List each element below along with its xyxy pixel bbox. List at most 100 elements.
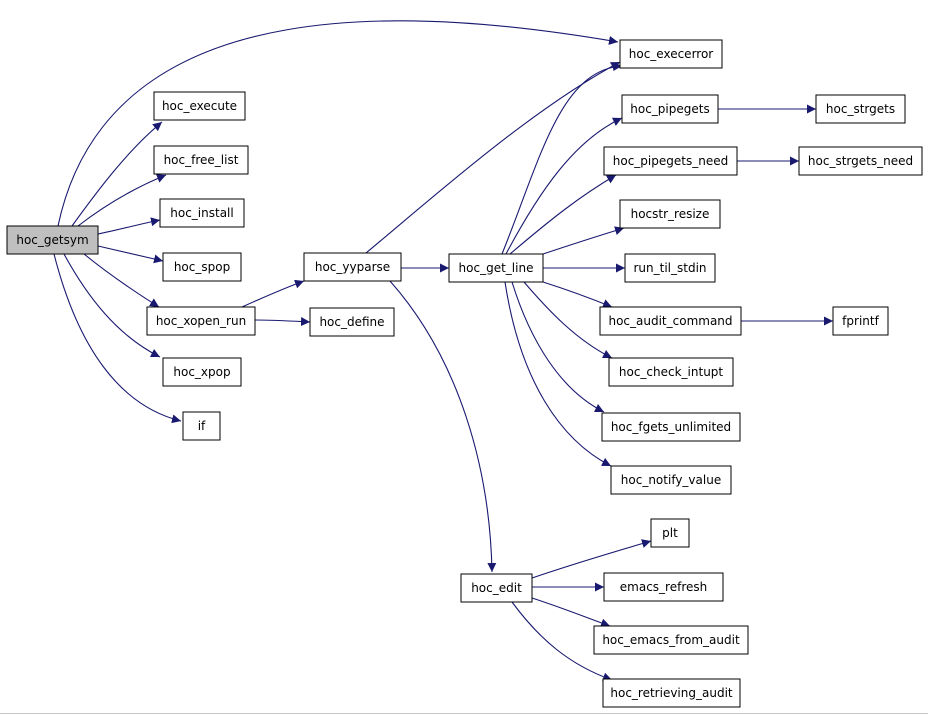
node-hoc_free_list[interactable]: hoc_free_list bbox=[153, 145, 249, 175]
node-box bbox=[603, 146, 738, 176]
node-box bbox=[303, 252, 402, 282]
node-box bbox=[599, 306, 742, 336]
edge-hoc_yyparse-to-hoc_edit bbox=[389, 280, 497, 573]
edge-hoc_getsym-to-hoc_xpop bbox=[63, 253, 161, 358]
node-label: emacs_refresh bbox=[620, 580, 707, 594]
node-hoc_getsym[interactable]: hoc_getsym bbox=[6, 225, 99, 255]
node-label: hoc_pipegets bbox=[630, 102, 709, 116]
node-run_til_stdin[interactable]: run_til_stdin bbox=[624, 253, 716, 283]
edge-hoc_get_line-to-hoc_audit_command bbox=[542, 281, 613, 308]
node-hoc_yyparse[interactable]: hoc_yyparse bbox=[303, 252, 402, 282]
node-box bbox=[6, 225, 99, 255]
edge-hoc_getsym-to-hoc_execute bbox=[71, 121, 163, 227]
node-label: hoc_execute bbox=[162, 99, 237, 113]
node-label: hoc_check_intupt bbox=[619, 365, 724, 379]
bottom-divider bbox=[0, 713, 928, 714]
edge-hoc_get_line-to-hoc_check_intupt bbox=[523, 281, 613, 359]
node-hoc_notify_value[interactable]: hoc_notify_value bbox=[610, 465, 732, 495]
edge-hoc_xopen_run-to-hoc_define bbox=[254, 317, 311, 327]
edge-hoc_edit-to-plt bbox=[531, 539, 652, 579]
node-box bbox=[650, 518, 690, 548]
node-box bbox=[162, 252, 242, 282]
node-label: if bbox=[198, 419, 206, 433]
node-hocstr_resize[interactable]: hocstr_resize bbox=[619, 199, 721, 229]
node-hoc_check_intupt[interactable]: hoc_check_intupt bbox=[608, 357, 734, 387]
node-box bbox=[815, 94, 906, 124]
edge-hoc_yyparse-to-hoc_execerror bbox=[365, 61, 621, 254]
node-label: hoc_fgets_unlimited bbox=[611, 420, 731, 434]
node-hoc_xpop[interactable]: hoc_xpop bbox=[162, 357, 242, 387]
node-label: hoc_pipegets_need bbox=[613, 154, 728, 168]
node-hoc_xopen_run[interactable]: hoc_xopen_run bbox=[146, 306, 256, 336]
node-box bbox=[309, 307, 395, 337]
node-box bbox=[448, 253, 544, 283]
node-label: plt bbox=[662, 526, 678, 540]
node-box bbox=[619, 39, 723, 69]
edge-hoc_get_line-to-hocstr_resize bbox=[542, 226, 625, 255]
node-hoc_fgets_unlimited[interactable]: hoc_fgets_unlimited bbox=[601, 412, 741, 442]
node-box bbox=[593, 625, 749, 655]
node-label: hoc_yyparse bbox=[315, 260, 390, 274]
node-box bbox=[153, 145, 249, 175]
node-hoc_execerror[interactable]: hoc_execerror bbox=[619, 39, 723, 69]
node-label: hoc_audit_command bbox=[608, 314, 732, 328]
node-label: run_til_stdin bbox=[633, 261, 706, 275]
node-box bbox=[182, 411, 221, 441]
node-label: hoc_getsym bbox=[16, 233, 88, 247]
node-hoc_pipegets[interactable]: hoc_pipegets bbox=[621, 94, 719, 124]
node-hoc_emacs_from_audit[interactable]: hoc_emacs_from_audit bbox=[593, 625, 749, 655]
node-box bbox=[153, 91, 246, 121]
node-box bbox=[621, 94, 719, 124]
node-hoc_strgets_need[interactable]: hoc_strgets_need bbox=[798, 146, 923, 176]
node-label: hoc_retrieving_audit bbox=[610, 686, 733, 700]
node-box bbox=[619, 199, 721, 229]
edge-hoc_getsym-to-hoc_execerror bbox=[57, 20, 619, 227]
node-label: fprintf bbox=[842, 314, 879, 328]
node-label: hoc_emacs_from_audit bbox=[602, 633, 740, 647]
node-label: hoc_xpop bbox=[173, 365, 230, 379]
node-hoc_install[interactable]: hoc_install bbox=[159, 198, 245, 228]
node-label: hoc_strgets_need bbox=[808, 154, 913, 168]
node-label: hoc_notify_value bbox=[621, 473, 721, 487]
node-hoc_execute[interactable]: hoc_execute bbox=[153, 91, 246, 121]
edge-hoc_edit-to-hoc_retrieving_audit bbox=[511, 601, 613, 682]
node-box bbox=[602, 678, 741, 708]
node-label: hoc_strgets bbox=[826, 102, 895, 116]
node-label: hoc_spop bbox=[174, 260, 230, 274]
node-hoc_define[interactable]: hoc_define bbox=[309, 307, 395, 337]
edge-hoc_getsym-to-hoc_install bbox=[97, 217, 161, 235]
node-hoc_spop[interactable]: hoc_spop bbox=[162, 252, 242, 282]
node-box bbox=[601, 412, 741, 442]
node-label: hoc_install bbox=[170, 206, 233, 220]
node-fprintf[interactable]: fprintf bbox=[832, 306, 889, 336]
node-hoc_edit[interactable]: hoc_edit bbox=[460, 573, 533, 603]
edge-hoc_get_line-to-hoc_pipegets bbox=[505, 117, 623, 255]
node-hoc_get_line[interactable]: hoc_get_line bbox=[448, 253, 544, 283]
edges-layer bbox=[53, 20, 833, 682]
node-plt[interactable]: plt bbox=[650, 518, 690, 548]
edge-hoc_get_line-to-hoc_pipegets_need bbox=[509, 174, 617, 255]
node-box bbox=[162, 357, 242, 387]
node-hoc_retrieving_audit[interactable]: hoc_retrieving_audit bbox=[602, 678, 741, 708]
node-box bbox=[798, 146, 923, 176]
edge-hoc_getsym-to-hoc_xopen_run bbox=[83, 253, 160, 308]
node-emacs_refresh[interactable]: emacs_refresh bbox=[603, 572, 724, 602]
node-box bbox=[608, 357, 734, 387]
edge-hoc_edit-to-hoc_emacs_from_audit bbox=[531, 597, 611, 628]
edge-hoc_getsym-to-if bbox=[53, 253, 182, 424]
node-hoc_audit_command[interactable]: hoc_audit_command bbox=[599, 306, 742, 336]
node-box bbox=[603, 572, 724, 602]
edge-hoc_getsym-to-hoc_spop bbox=[97, 245, 164, 264]
edge-hoc_xopen_run-to-hoc_yyparse bbox=[241, 279, 305, 308]
node-hoc_pipegets_need[interactable]: hoc_pipegets_need bbox=[603, 146, 738, 176]
edge-hoc_get_line-to-hoc_notify_value bbox=[504, 281, 612, 467]
node-hoc_strgets[interactable]: hoc_strgets bbox=[815, 94, 906, 124]
node-box bbox=[159, 198, 245, 228]
node-box bbox=[460, 573, 533, 603]
node-label: hoc_get_line bbox=[459, 261, 534, 275]
node-label: hoc_free_list bbox=[164, 153, 239, 167]
node-if[interactable]: if bbox=[182, 411, 221, 441]
edge-hoc_get_line-to-hoc_execerror bbox=[501, 62, 623, 255]
node-label: hoc_execerror bbox=[629, 47, 714, 61]
